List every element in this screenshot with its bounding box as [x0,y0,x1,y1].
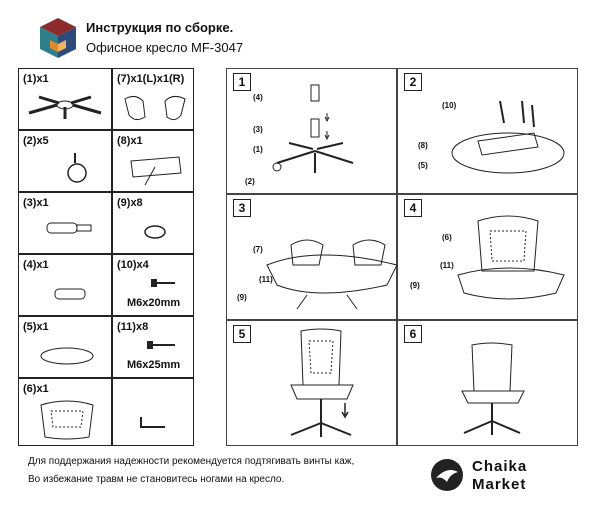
part-cell-2: (2)x5 [18,130,112,192]
callout-2: (2) [245,177,255,186]
callout-1: (1) [253,145,263,154]
part-label: (1)x1 [23,73,49,85]
part-label: (5)x1 [23,321,49,333]
chair-base-icon [28,95,102,119]
part-cell-3: (3)x1 [18,192,112,254]
step-number: 4 [404,199,422,217]
brand-name-line2: Market [472,476,527,493]
part-cell-7: (7)x1(L)x1(R) [112,68,194,130]
callout-3: (3) [253,125,263,134]
part-label: (3)x1 [23,197,49,209]
step-5-panel: 5 [226,320,397,446]
part-label: (7)x1(L)x1(R) [117,73,185,85]
brand-name-line1: Chaika [472,458,528,475]
step-1-panel: 1 (4) (3) (1) (2) [226,68,397,194]
bolt-short-icon [151,279,175,287]
step-2-illustration [451,100,565,174]
callout-10: (10) [442,101,457,110]
page-subtitle: Офисное кресло MF-3047 [86,40,244,55]
gas-lift-icon [46,222,92,234]
step-4-illustration [457,215,565,300]
callout-4: (4) [253,93,263,102]
part-label: (10)x4 [117,259,149,271]
part-label: (11)x8 [117,321,149,333]
step-3-illustration [266,239,398,310]
step-1-illustration [272,84,354,173]
step-2-panel: 2 (10) (8) (5) [397,68,578,194]
part-sublabel: M6x25mm [127,359,181,371]
step-5-illustration [290,328,354,437]
part-cell-6: (6)x1 [18,378,112,446]
callout-9: (9) [237,293,247,302]
callout-11: (11) [440,261,454,270]
part-cell-10: (10)x4 M6x20mm [112,254,194,316]
step-number: 6 [404,325,422,343]
seat-cushion-icon [40,347,94,365]
company-logo [40,18,76,58]
step-number: 1 [233,73,251,91]
part-cell-8: (8)x1 [112,130,194,192]
part-label: (2)x5 [23,135,49,147]
page-title: Инструкция по сборке. [86,20,234,35]
allen-key-icon [140,417,165,428]
step-number: 5 [233,325,251,343]
callout-11: (11) [259,275,273,284]
step-3-panel: 3 (7) (11) (9) [226,194,398,320]
step-number: 3 [233,199,251,217]
part-cell-tool [112,378,194,446]
note-screws: Для поддержания надежности рекомендуется… [28,456,355,467]
callout-6: (6) [442,233,452,242]
step-6-illustration [461,342,525,435]
part-cell-11: (11)x8 M6x25mm [112,316,194,378]
caster-wheel-icon [67,153,87,183]
part-label: (8)x1 [117,135,143,147]
part-label: (4)x1 [23,259,49,271]
part-cell-9: (9)x8 [112,192,194,254]
step-number: 2 [404,73,422,91]
backrest-icon [40,400,94,440]
brand-logo-icon [431,459,463,491]
part-cell-1: (1)x1 [18,68,112,130]
step-4-panel: 4 (6) (11) (9) [397,194,578,320]
part-cell-4: (4)x1 [18,254,112,316]
armrests-icon [124,95,186,121]
callout-5: (5) [418,161,428,170]
part-label: (6)x1 [23,383,49,395]
part-sublabel: M6x20mm [127,297,181,309]
part-cell-5: (5)x1 [18,316,112,378]
gas-lift-cover-icon [54,288,86,300]
bolt-long-icon [147,341,175,349]
note-safety: Во избежание травм не становитесь ногами… [28,474,285,485]
callout-9: (9) [410,281,420,290]
tilt-mechanism-icon [130,156,182,186]
step-6-panel: 6 [397,320,578,446]
part-label: (9)x8 [117,197,143,209]
callout-8: (8) [418,141,428,150]
washer-icon [144,225,166,239]
callout-7: (7) [253,245,263,254]
